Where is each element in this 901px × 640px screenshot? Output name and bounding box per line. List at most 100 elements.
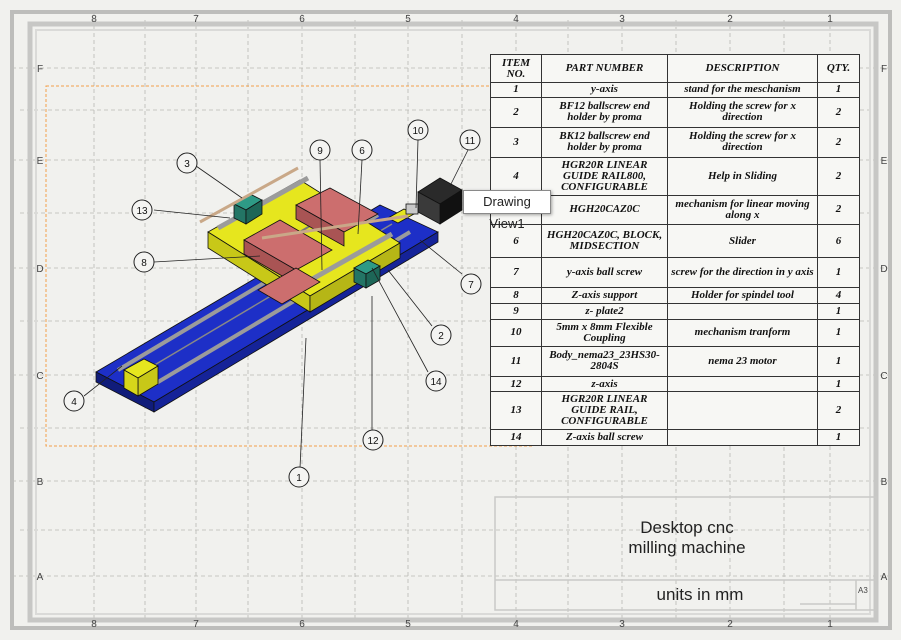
zone-col-6: 6 [299,14,305,25]
drawing-view-tooltip: Drawing View1 [463,190,551,231]
zone-col-4: 4 [513,14,519,25]
svg-text:4: 4 [513,619,519,630]
bom-cell-qty: 2 [817,126,860,158]
bom-cell-qty: 1 [817,82,860,98]
bom-cell-part: HGH20CAZ0C, BLOCK, MIDSECTION [541,223,668,259]
svg-text:4: 4 [71,397,77,408]
balloon-11: 11 [459,129,481,151]
svg-text:C: C [880,371,887,382]
bom-header-row: ITEM NO. PART NUMBER DESCRIPTION QTY. [490,54,860,83]
cnc-machine-view[interactable] [95,166,463,413]
bom-cell-qty: 1 [817,429,860,446]
bom-cell-item: 14 [490,429,542,446]
balloon-1: 1 [288,466,310,488]
svg-text:8: 8 [91,619,97,630]
bom-cell-description: stand for the meschanism [667,82,818,98]
zone-row-B: B [37,477,44,488]
header-item-no: ITEM NO. [490,54,542,83]
balloon-2: 2 [430,324,452,346]
zone-col-8: 8 [91,14,97,25]
zone-col-5: 5 [405,14,411,25]
svg-text:11: 11 [465,136,476,147]
svg-text:14: 14 [430,377,442,388]
header-description: DESCRIPTION [667,54,818,83]
svg-text:10: 10 [412,126,424,137]
balloon-9: 9 [309,139,331,161]
svg-text:8: 8 [141,258,147,269]
bom-cell-part: BF12 ballscrew end holder by proma [541,96,668,128]
svg-text:E: E [881,156,888,167]
svg-text:7: 7 [468,280,474,291]
bom-cell-part: BK12 ballscrew end holder by proma [541,126,668,158]
header-qty: QTY. [817,54,860,83]
zone-row-A: A [37,572,44,583]
drawing-title: Desktop cnc milling machine [592,518,782,558]
bom-cell-item: 3 [490,126,542,158]
bom-cell-description [667,391,818,431]
bom-cell-item: 7 [490,257,542,289]
bom-cell-qty: 2 [817,96,860,128]
bom-cell-part: Body_nema23_23HS30-2804S [541,345,668,377]
bom-cell-description [667,429,818,446]
svg-text:3: 3 [184,159,190,170]
bom-cell-part: z- plate2 [541,303,668,320]
bom-cell-part: HGR20R LINEAR GUIDE RAIL, CONFIGURABLE [541,391,668,431]
bom-cell-description: Help in Sliding [667,156,818,196]
balloon-6: 6 [351,139,373,161]
bom-cell-description: mechanism for linear moving along x [667,194,818,225]
svg-text:F: F [881,64,887,75]
bom-cell-description: Holding the screw for x direction [667,96,818,128]
bom-cell-item: 4 [490,156,542,196]
svg-text:12: 12 [367,436,379,447]
balloon-8: 8 [133,251,155,273]
bom-cell-part: HGR20R LINEAR GUIDE RAIL800, CONFIGURABL… [541,156,668,196]
bom-cell-description [667,375,818,393]
bom-cell-description: screw for the direction in y axis [667,257,818,289]
bom-cell-qty: 2 [817,391,860,431]
bom-cell-qty: 1 [817,257,860,289]
svg-text:1: 1 [827,619,833,630]
svg-text:6: 6 [299,619,305,630]
bom-cell-part: HGH20CAZ0C [541,194,668,225]
svg-text:D: D [880,264,887,275]
bom-cell-qty: 1 [817,318,860,347]
bom-cell-qty: 4 [817,287,860,305]
bom-cell-description: nema 23 motor [667,345,818,377]
bom-cell-item: 12 [490,375,542,393]
balloon-12: 12 [362,429,384,451]
bom-cell-qty: 6 [817,223,860,259]
svg-text:1: 1 [296,473,302,484]
units-note: units in mm [656,585,744,604]
bom-cell-item: 9 [490,303,542,320]
zone-col-7: 7 [193,14,199,25]
zone-col-3: 3 [619,14,625,25]
bom-cell-item: 8 [490,287,542,305]
bom-cell-qty: 1 [817,375,860,393]
bom-cell-description [667,303,818,320]
bom-cell-description: Holding the screw for x direction [667,126,818,158]
header-part-number: PART NUMBER [541,54,668,83]
title-line-1: Desktop cnc [640,518,734,537]
svg-text:3: 3 [619,619,625,630]
bom-cell-qty: 1 [817,303,860,320]
svg-text:5: 5 [405,619,411,630]
zone-row-E: E [37,156,44,167]
balloon-3: 3 [176,152,198,174]
bom-cell-item: 10 [490,318,542,347]
svg-text:2: 2 [727,619,733,630]
ball-screw [199,166,299,224]
bom-cell-description: Holder for spindel tool [667,287,818,305]
zone-col-2: 2 [727,14,733,25]
inner-border [27,21,879,623]
sheet-size-label: A3 [858,586,868,595]
bom-cell-item: 2 [490,96,542,128]
svg-text:13: 13 [136,206,148,217]
